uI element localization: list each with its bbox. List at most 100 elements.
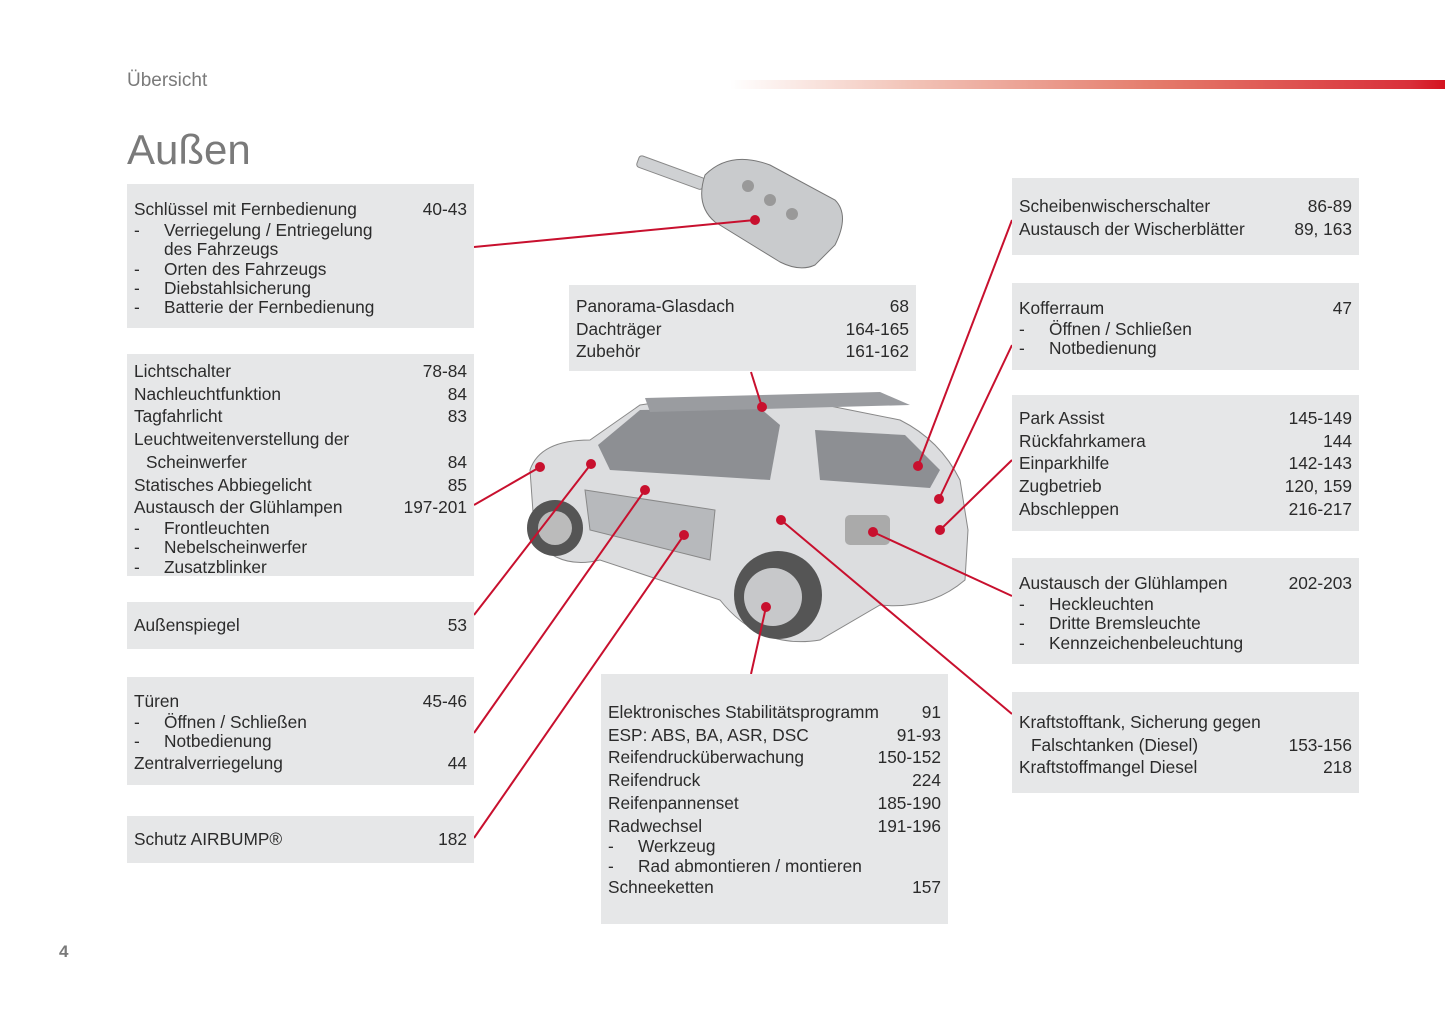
entry-text: Radwechsel [608,815,703,836]
entry-text: Frontleuchten [164,517,270,538]
entry-text: Orten des Fahrzeugs [164,258,327,279]
entry-page: 150-152 [877,747,941,768]
entry-page: 120, 159 [1284,476,1352,497]
entry-text: Tagfahrlicht [134,406,223,427]
entry-label: Schneeketten [608,876,714,899]
index-entry: -Frontleuchten [134,517,467,538]
bullet-dash: - [1019,593,1025,614]
entry-label: Falschtanken (Diesel) [1019,734,1198,757]
index-entry: Reifendrucküberwachung 150-152 [608,746,941,769]
entry-text: Dritte Bremsleuchte [1049,613,1201,634]
entry-label: Dachträger [576,318,662,341]
entry-page: 145-149 [1288,408,1352,428]
entry-text: Reifenpannenset [608,792,739,813]
entry-label: Austausch der Wischerblätter [1019,218,1245,241]
index-entry: -Nebelscheinwerfer [134,537,467,558]
entry-label: Leuchtweitenverstellung der [134,428,349,451]
entry-label: -Diebstahlsicherung [134,277,311,298]
entry-text: Kraftstofftank, Sicherung gegen [1019,712,1261,732]
page-number: 4 [59,942,69,961]
bullet-dash: - [134,731,140,752]
entry-page: 40-43 [422,199,467,219]
index-entry: Leuchtweitenverstellung der [134,428,467,451]
entry-text: Schlüssel mit Fernbedienung [134,199,357,219]
page-title: Außen [127,126,251,173]
index-entry: -Diebstahlsicherung [134,277,467,298]
index-entry: -Kennzeichenbeleuchtung [1019,632,1352,653]
entry-page: 83 [447,406,467,427]
bullet-dash: - [1019,338,1025,359]
entry-text: Nebelscheinwerfer [164,537,308,558]
entry-label: -Rad abmontieren / montieren [608,855,862,876]
bullet-dash: - [134,277,140,298]
entry-page: 144 [1323,430,1352,451]
entry-page: 45-46 [422,691,467,711]
index-entry: -Notbedienung [134,731,467,752]
index-entry: Falschtanken (Diesel)153-156 [1019,734,1352,757]
bullet-dash: - [1019,632,1025,653]
entry-page: 84 [447,383,467,404]
bullet-dash: - [134,219,140,240]
entry-label: Scheinwerfer [134,451,247,474]
index-entry: -Dritte Bremsleuchte [1019,613,1352,634]
entry-label: Kofferraum [1019,297,1104,320]
entry-label: -Zusatzblinker [134,557,267,577]
entry-text: Dachträger [576,318,662,339]
entry-text: Zentralverriegelung [134,752,283,773]
entry-label: Reifendruck [608,769,700,792]
entry-label: Kraftstofftank, Sicherung gegen [1019,711,1261,734]
entry-text: Austausch der Wischerblätter [1019,218,1245,239]
entry-text: Abschleppen [1019,498,1119,519]
entry-page: 142-143 [1288,453,1352,474]
index-entry: des Fahrzeugs [134,239,467,259]
entry-label: Reifenpannenset [608,792,739,815]
box-airbump: Schutz AIRBUMP®182 [127,816,474,863]
entry-text: Panorama-Glasdach [576,296,735,316]
bullet-dash: - [608,855,614,876]
entry-text: Werkzeug [638,836,716,857]
entry-label: Scheibenwischerschalter [1019,195,1210,218]
entry-label: Abschleppen [1019,498,1119,521]
entry-label: ESP: ABS, BA, ASR, DSC [608,724,809,747]
car-illustration [527,392,969,643]
index-entry: -Heckleuchten [1019,593,1352,614]
entry-text: Elektronisches Stabilitätsprogramm [608,702,879,722]
index-entry: -Orten des Fahrzeugs [134,258,467,279]
entry-label: Lichtschalter [134,360,231,383]
bullet-dash: - [134,711,140,732]
entry-label: -Orten des Fahrzeugs [134,258,327,279]
entry-label: Elektronisches Stabilitätsprogramm [608,701,879,724]
index-entry: -Öffnen / Schließen [1019,319,1352,339]
entry-text: Batterie der Fernbedienung [164,297,375,318]
entry-label: Reifendrucküberwachung [608,746,804,769]
entry-text: Schneeketten [608,877,714,898]
index-entry: Schlüssel mit Fernbedienung 40-43 [134,198,467,221]
entry-label: Zentralverriegelung [134,752,283,775]
index-entry: Lichtschalter 78-84 [134,360,467,383]
entry-label: -Werkzeug [608,836,716,857]
entry-label: -Öffnen / Schließen [1019,319,1192,339]
entry-page: 161-162 [845,341,909,362]
entry-label: Radwechsel [608,815,702,838]
entry-page: 78-84 [422,361,467,381]
